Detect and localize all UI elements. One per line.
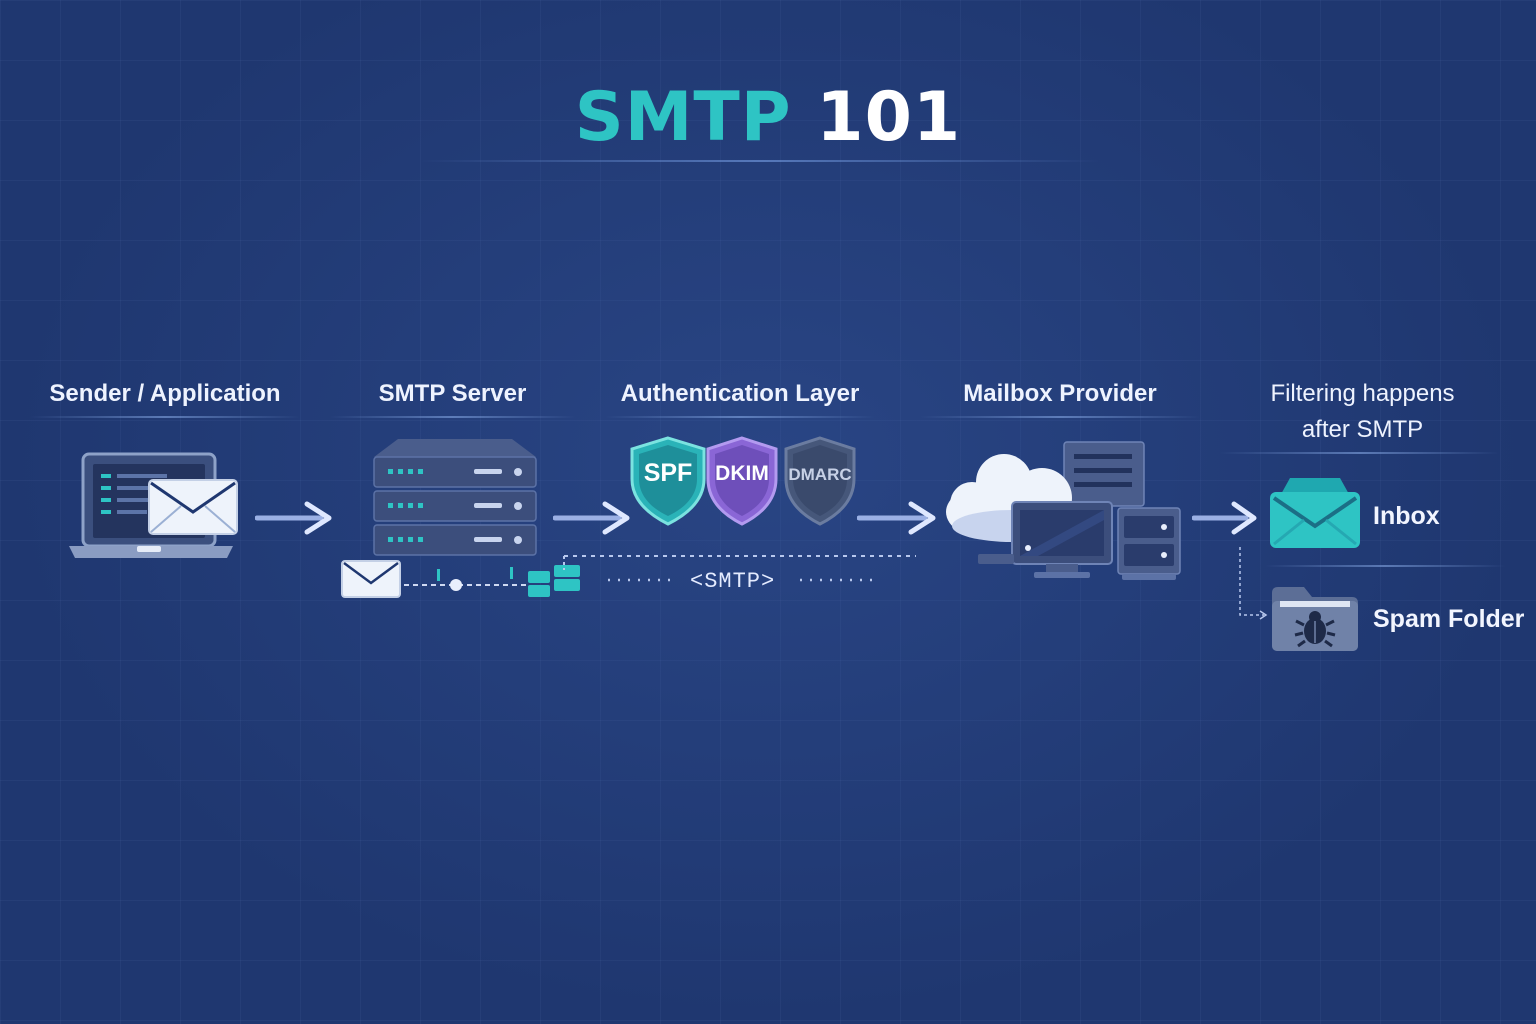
- smtp-connection-line: [563, 555, 916, 582]
- spam-folder-label: Spam Folder: [1373, 605, 1525, 633]
- title-divider: [420, 160, 1100, 162]
- auth-shields-icon: SPF DKIM DMARC: [628, 435, 863, 530]
- stage-label-smtp-server: SMTP Server: [378, 380, 527, 407]
- spf-shield-icon: [630, 436, 706, 526]
- cloud-computers-icon: [946, 441, 1181, 580]
- flow-arrow-3: [857, 501, 936, 535]
- server-rack-icon: [373, 439, 537, 556]
- stage-underline-filtering: [1220, 452, 1500, 454]
- inbox-divider: [1265, 565, 1505, 567]
- laptop-email-icon: [69, 452, 238, 558]
- inbox-label: Inbox: [1373, 502, 1440, 530]
- stage-label-filtering: Filtering happens after SMTP: [1230, 376, 1495, 448]
- dkim-label: DKIM: [715, 462, 769, 485]
- dkim-shield-icon: [706, 436, 778, 526]
- email-transfer-icon: [341, 560, 580, 598]
- smtp-protocol-label: <SMTP>: [690, 569, 776, 594]
- flow-arrow-4: [1192, 501, 1257, 535]
- stage-underline-sender: [30, 416, 300, 418]
- stage-label-mailbox: Mailbox Provider: [963, 380, 1157, 407]
- stage-underline-mailbox: [920, 416, 1200, 418]
- dmarc-shield-icon: [784, 436, 856, 526]
- title-101: 101: [816, 78, 962, 157]
- stage-underline-smtp-server: [330, 416, 575, 418]
- spf-label: SPF: [643, 459, 693, 487]
- spam-branch-line: [1239, 547, 1268, 620]
- spam-folder-icon: [1272, 587, 1358, 651]
- filtering-line-1: Filtering happens: [1270, 380, 1455, 407]
- inbox-icon: [1270, 478, 1360, 548]
- bug-icon: [1294, 611, 1336, 648]
- flow-arrow-2: [553, 501, 630, 535]
- stage-underline-auth: [605, 416, 875, 418]
- title-smtp: SMTP: [574, 78, 792, 157]
- flow-arrow-1: [255, 501, 332, 535]
- filtering-line-2: after SMTP: [1301, 416, 1424, 443]
- stage-label-auth: Authentication Layer: [620, 380, 860, 407]
- stage-label-sender: Sender / Application: [49, 380, 281, 407]
- page-title: SMTP 101: [0, 78, 1536, 157]
- dmarc-label: DMARC: [788, 465, 852, 484]
